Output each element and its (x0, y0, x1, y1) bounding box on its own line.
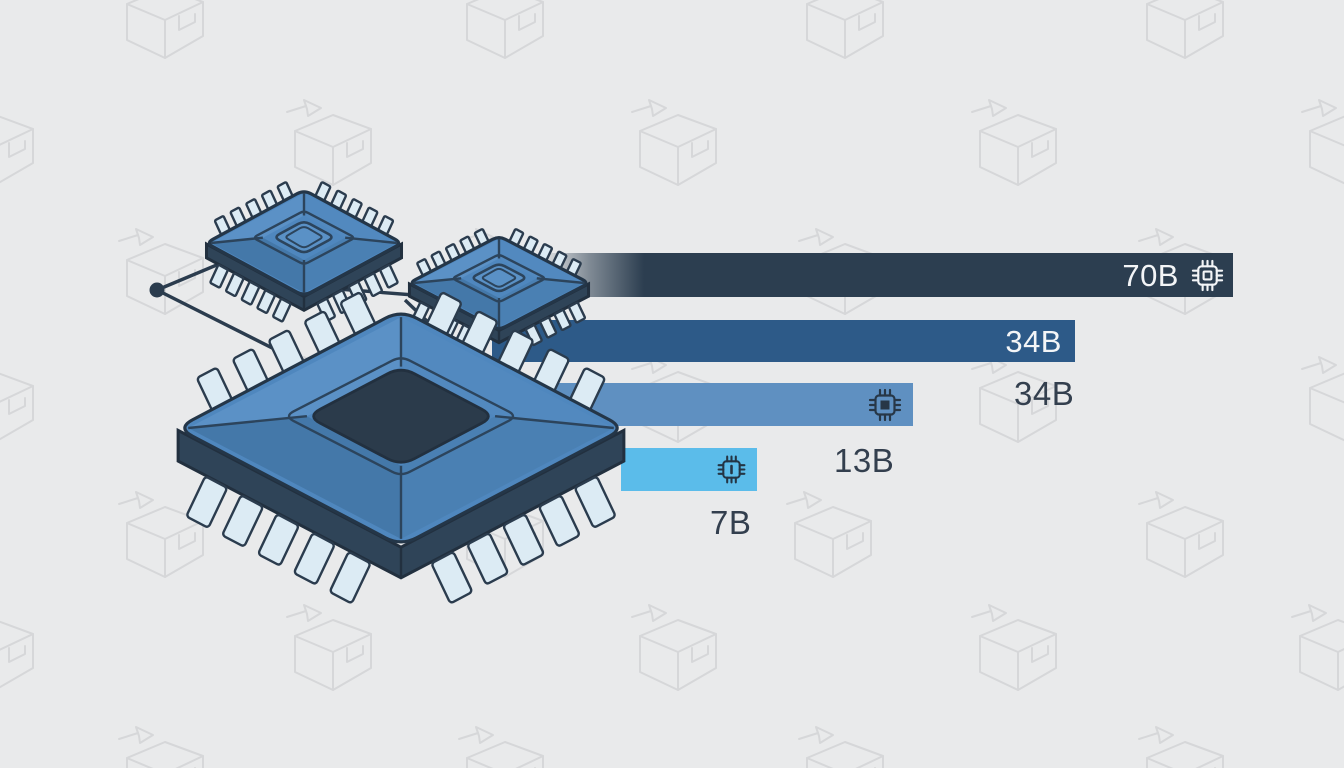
cpu-chip-large (178, 292, 624, 604)
bar-value-label-13b: 13B (834, 442, 895, 479)
cpu-chip-small-1 (206, 182, 401, 322)
bar-value-label-34b: 34B (1014, 375, 1075, 412)
cpu-chip-icon (717, 455, 746, 484)
bar-13b (556, 383, 913, 426)
bar-70b: 70B (540, 253, 1233, 297)
bar-34b: 34B (492, 320, 1075, 362)
bar-label: 34B (1005, 323, 1062, 359)
node-dot (149, 282, 165, 298)
cpu-chip-icon (1191, 259, 1224, 291)
cpu-chip-icon (868, 388, 902, 421)
bar-value-label-7b: 7B (710, 504, 752, 541)
bar-label: 70B (1122, 257, 1179, 293)
bar-7b (621, 448, 757, 491)
